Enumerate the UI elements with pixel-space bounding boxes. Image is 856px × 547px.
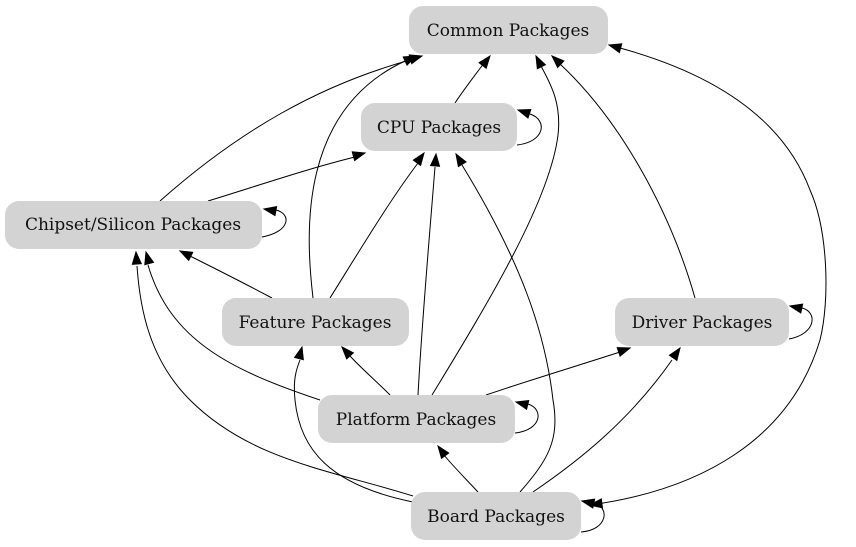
edge-line xyxy=(443,454,479,493)
node-label-common: Common Packages xyxy=(427,21,590,41)
arrowhead-icon xyxy=(550,55,565,69)
edge-line xyxy=(516,113,542,146)
edge-cpu-to-common xyxy=(454,54,491,104)
edge-feature-to-common xyxy=(308,55,418,299)
edge-driver-to-driver xyxy=(788,303,813,340)
edge-line xyxy=(514,403,539,434)
arrowhead-icon xyxy=(144,250,155,266)
arrowhead-icon xyxy=(178,250,194,262)
edge-line xyxy=(431,63,560,396)
edge-line xyxy=(580,502,605,533)
node-feature[interactable]: Feature Packages xyxy=(222,298,409,346)
edge-feature-to-chipset xyxy=(178,250,273,299)
edge-board-to-driver xyxy=(532,346,681,493)
edges-layer xyxy=(131,43,827,533)
edge-line xyxy=(559,63,696,299)
edge-platform-to-feature xyxy=(341,345,391,396)
edge-line xyxy=(293,359,414,503)
edge-board-to-cpu xyxy=(455,152,556,493)
edge-feature-to-cpu xyxy=(329,151,425,299)
edge-line xyxy=(788,307,813,340)
node-label-board: Board Packages xyxy=(427,507,565,527)
arrowhead-icon xyxy=(341,345,355,360)
arrowhead-icon xyxy=(535,54,547,70)
arrowhead-icon xyxy=(668,346,681,362)
node-chipset[interactable]: Chipset/Silicon Packages xyxy=(5,201,262,249)
arrowhead-icon xyxy=(402,55,418,67)
edge-line xyxy=(329,162,419,299)
arrowhead-icon xyxy=(351,151,367,162)
node-common[interactable]: Common Packages xyxy=(409,6,608,54)
edge-board-to-common xyxy=(588,43,827,509)
edge-platform-to-common xyxy=(431,54,560,396)
edge-line xyxy=(136,265,414,497)
arrowhead-icon xyxy=(429,152,441,167)
arrowhead-icon xyxy=(616,347,632,357)
edge-line xyxy=(261,209,287,238)
nodes-layer: Common Packages CPU Packages Chipset/Sil… xyxy=(5,6,789,540)
edge-driver-to-common xyxy=(550,55,696,299)
node-cpu[interactable]: CPU Packages xyxy=(361,103,517,151)
edge-line xyxy=(349,355,391,396)
node-label-cpu: CPU Packages xyxy=(377,118,501,138)
edge-line xyxy=(461,164,556,493)
edge-chipset-to-cpu xyxy=(207,151,367,202)
arrowhead-icon xyxy=(478,54,491,70)
edge-board-to-board xyxy=(580,498,605,533)
edge-line xyxy=(147,264,321,401)
arrowhead-icon xyxy=(131,250,143,265)
node-driver[interactable]: Driver Packages xyxy=(615,298,789,346)
edge-chipset-to-chipset xyxy=(261,206,287,238)
edge-board-to-feature xyxy=(293,345,414,503)
arrowhead-icon xyxy=(607,43,623,54)
edge-line xyxy=(308,60,406,299)
edge-board-to-platform xyxy=(437,444,479,493)
node-board[interactable]: Board Packages xyxy=(411,492,581,540)
node-label-chipset: Chipset/Silicon Packages xyxy=(25,215,241,235)
arrowhead-icon xyxy=(437,444,450,460)
edge-line xyxy=(189,255,273,299)
edge-cpu-to-cpu xyxy=(516,108,542,146)
arrowhead-icon xyxy=(514,399,530,411)
node-label-platform: Platform Packages xyxy=(336,410,496,430)
edge-line xyxy=(589,47,827,506)
arrowhead-icon xyxy=(262,206,278,217)
edge-line xyxy=(207,156,356,202)
edge-line xyxy=(532,359,673,493)
node-label-driver: Driver Packages xyxy=(632,313,773,333)
edge-line xyxy=(417,166,436,396)
edge-platform-to-driver xyxy=(485,347,632,396)
arrowhead-icon xyxy=(788,303,804,314)
edge-platform-to-chipset xyxy=(144,250,321,401)
edge-platform-to-platform xyxy=(514,399,539,434)
edge-line xyxy=(454,62,485,104)
arrowhead-icon xyxy=(580,498,596,509)
arrowhead-icon xyxy=(455,152,467,168)
edge-board-to-chipset xyxy=(131,250,414,497)
arrowhead-icon xyxy=(412,151,425,167)
arrowhead-icon xyxy=(516,108,532,119)
arrowhead-icon xyxy=(293,345,304,361)
edge-platform-to-cpu xyxy=(417,152,441,396)
edge-line xyxy=(485,351,621,396)
node-label-feature: Feature Packages xyxy=(239,313,392,333)
node-platform[interactable]: Platform Packages xyxy=(318,395,515,443)
edge-line xyxy=(159,59,411,202)
